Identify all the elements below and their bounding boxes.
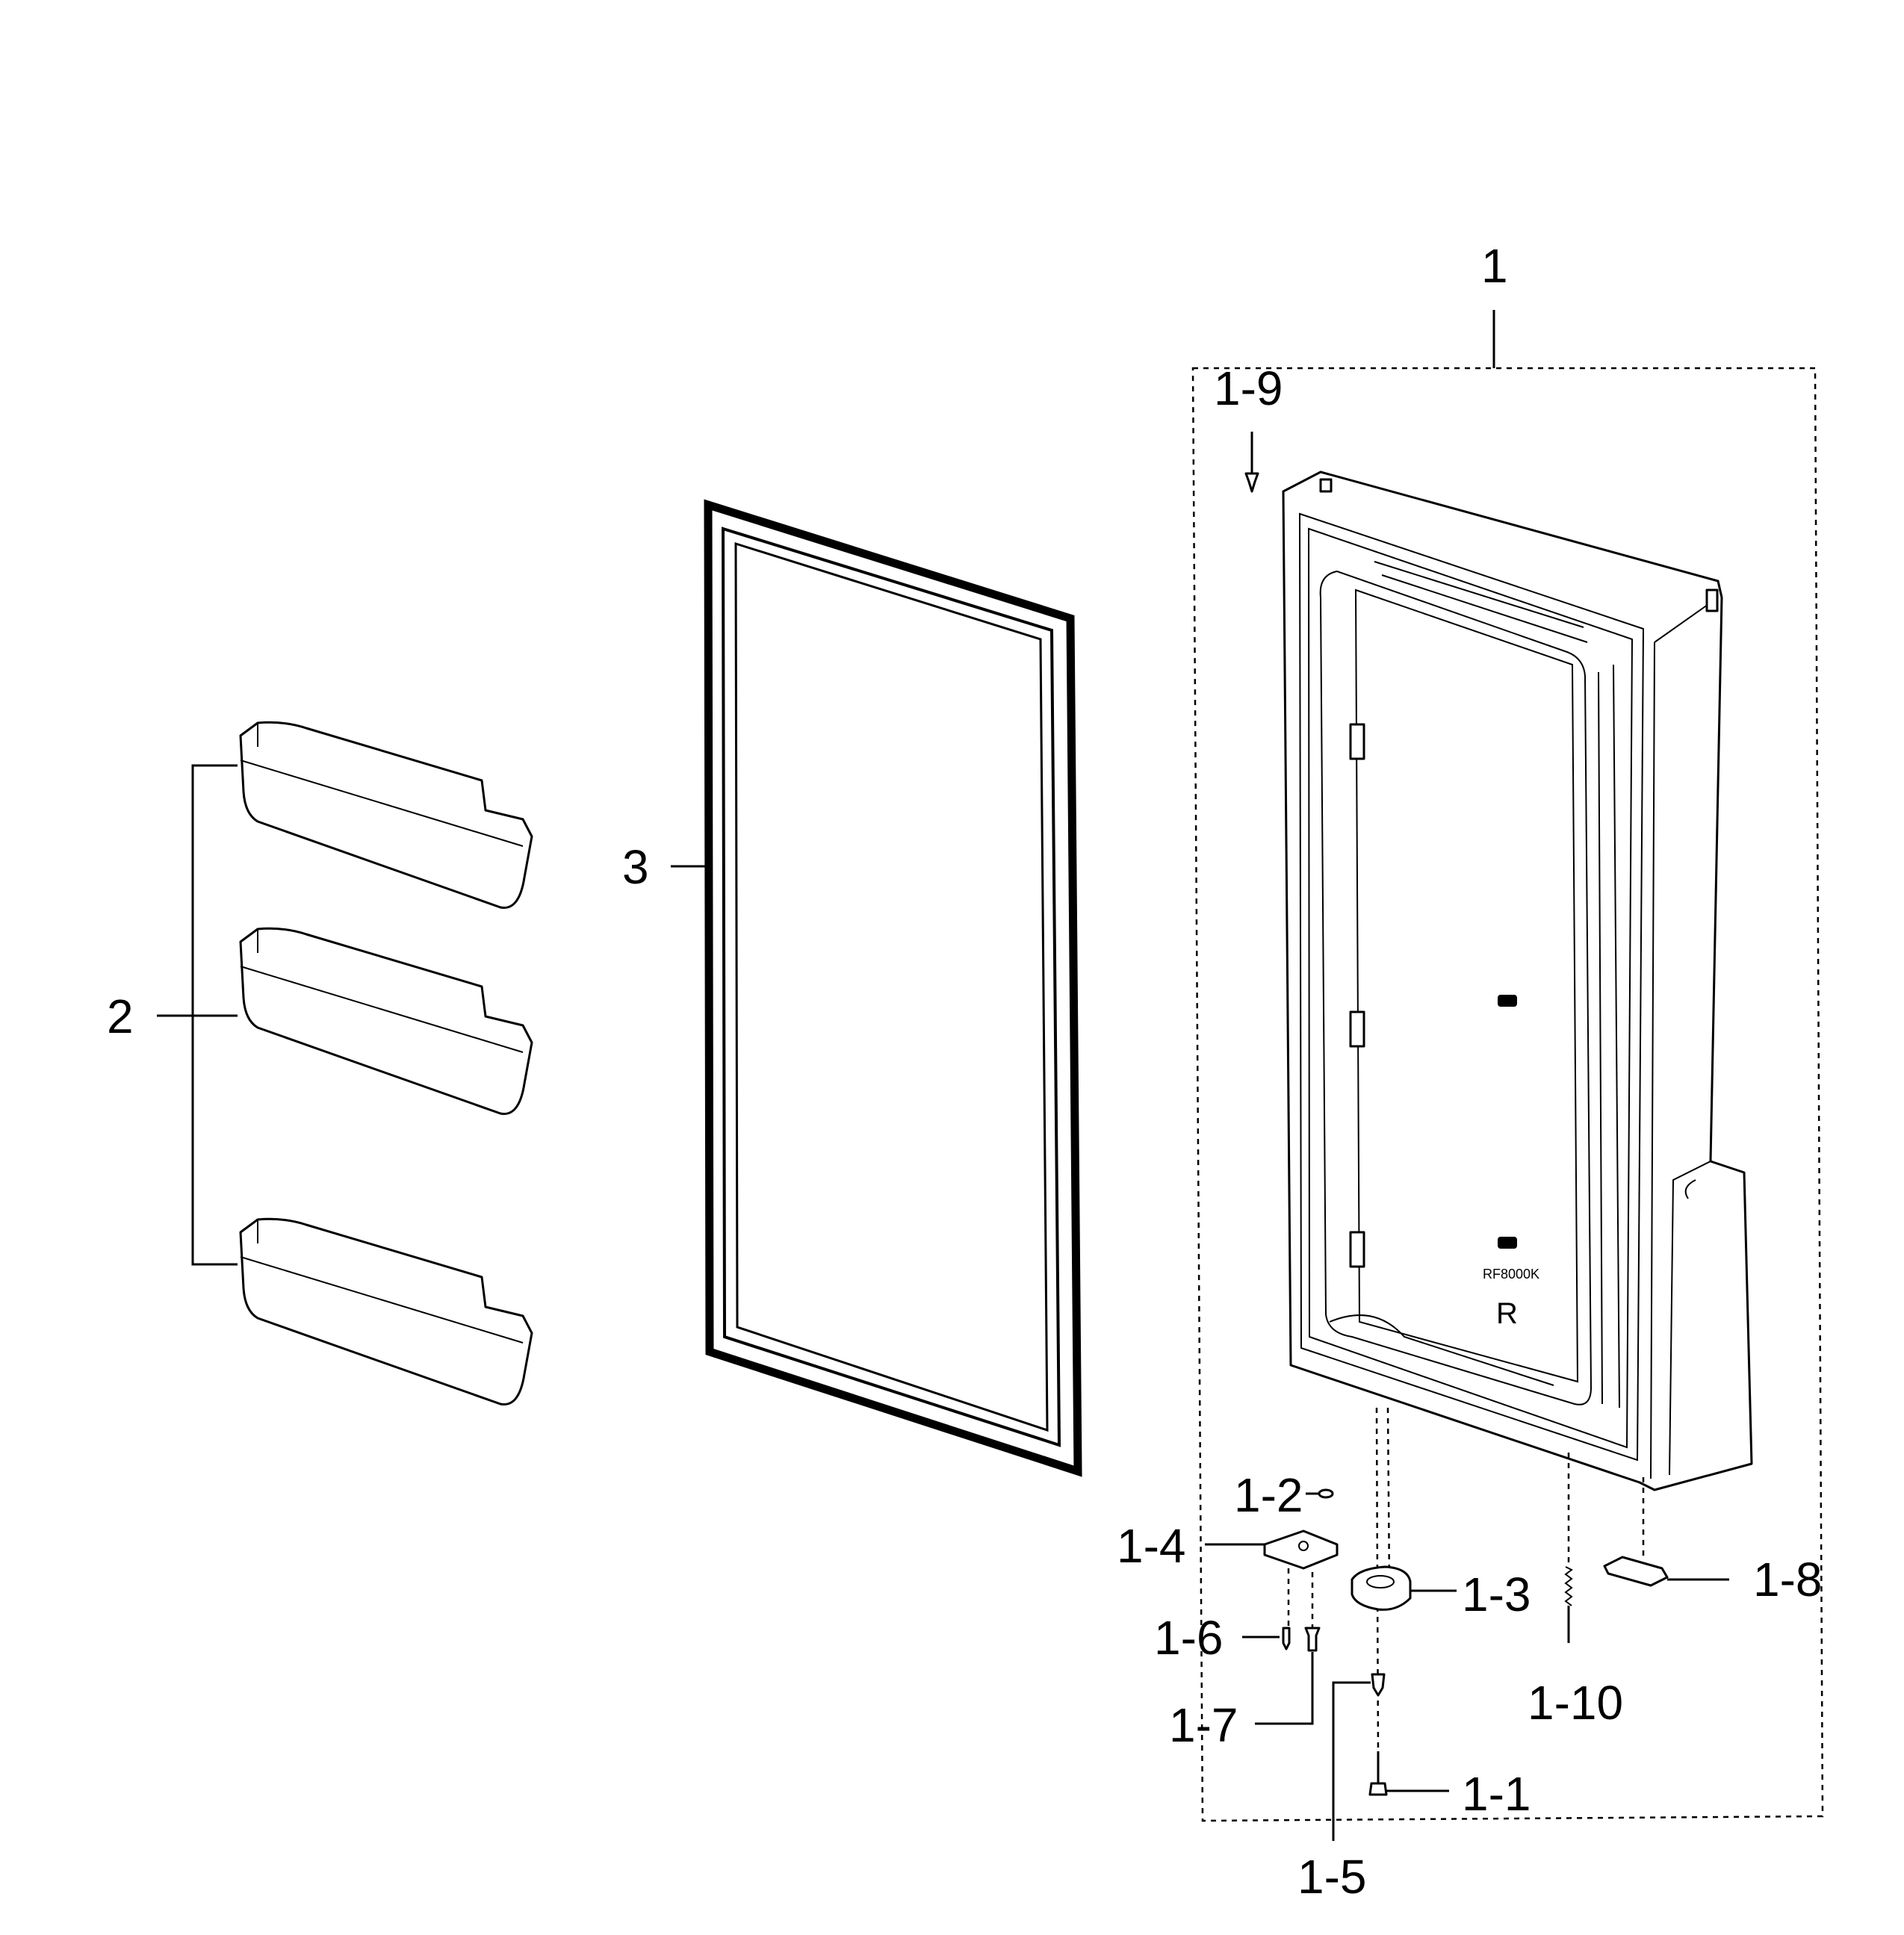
- spring-1-10: [1564, 1566, 1573, 1643]
- label-1-1: 1-1: [1462, 1767, 1531, 1821]
- label-1-8: 1-8: [1753, 1553, 1823, 1606]
- label-1-7: 1-7: [1169, 1698, 1238, 1752]
- door-bin-top: [239, 721, 533, 909]
- screw-1-6: [1242, 1627, 1291, 1650]
- screw-1-9: [1244, 432, 1259, 493]
- washer-1-2: [1306, 1488, 1334, 1499]
- label-1-5: 1-5: [1297, 1850, 1367, 1904]
- door-gasket: [704, 499, 1082, 1477]
- label-1-4: 1-4: [1117, 1519, 1186, 1573]
- screw-1-5: [1332, 1673, 1386, 1841]
- label-1-10: 1-10: [1528, 1676, 1623, 1730]
- hinge-pin-1-1: [1368, 1751, 1449, 1796]
- label-1-3: 1-3: [1462, 1568, 1531, 1621]
- assembly-boundary: [1191, 367, 1824, 1822]
- cam-hinge-1-3: [1351, 1565, 1457, 1611]
- door-assembly: [1282, 470, 1753, 1491]
- bins-leader-bracket: [191, 764, 238, 1266]
- label-1-2: 1-2: [1234, 1468, 1303, 1522]
- door-bin-middle: [239, 927, 533, 1115]
- label-2: 2: [107, 990, 134, 1043]
- guide-hinge-2: [1386, 1407, 1391, 1584]
- door-stop-1-8: [1603, 1556, 1729, 1587]
- label-1-6: 1-6: [1154, 1611, 1224, 1665]
- label-1: 1: [1481, 239, 1508, 293]
- door-side-mark: R: [1496, 1297, 1518, 1330]
- screw-1-7: [1255, 1627, 1321, 1725]
- door-bin-bottom: [239, 1217, 533, 1406]
- label-3: 3: [622, 840, 649, 894]
- hinge-plate-1-4: [1205, 1529, 1339, 1570]
- door-model-mark: RF8000K: [1483, 1267, 1539, 1282]
- label-1-9: 1-9: [1214, 361, 1283, 415]
